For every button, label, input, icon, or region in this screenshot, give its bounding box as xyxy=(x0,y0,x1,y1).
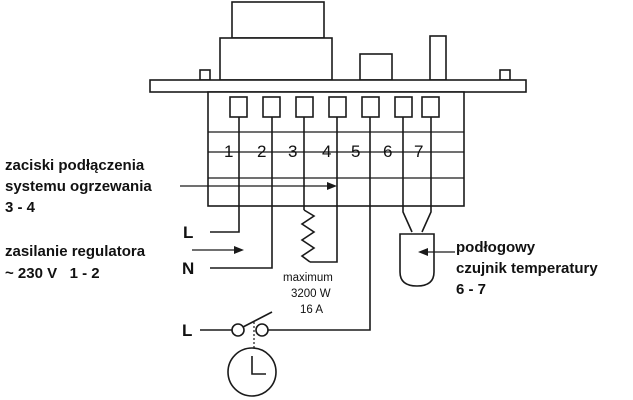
housing-pin xyxy=(429,35,447,81)
heating-label-line-1: zaciski podłączenia xyxy=(5,157,145,174)
timer-clock-hands xyxy=(251,356,266,375)
housing-top-block xyxy=(231,1,325,39)
terminal-screws xyxy=(229,96,440,118)
switch-contact-left xyxy=(231,323,245,337)
wire-terminal-5-switch xyxy=(268,117,371,331)
terminal-screw-6 xyxy=(394,96,413,118)
terminal-screw-7 xyxy=(421,96,440,118)
terminal-number-7: 7 xyxy=(414,142,423,161)
switch-contact-right xyxy=(255,323,269,337)
letter-N: N xyxy=(182,259,194,278)
heating-label-line-2: systemu ogrzewania xyxy=(5,178,152,195)
housing-small-block xyxy=(359,53,393,81)
terminal-screw-1 xyxy=(229,96,248,118)
sensor-label-line-1: podłogowy xyxy=(456,239,536,256)
terminal-number-6: 6 xyxy=(383,142,392,161)
wire-terminal-1-L xyxy=(210,117,240,233)
supply-label-line-2: ~ 230 V 1 - 2 xyxy=(5,265,100,282)
housing-knob-body xyxy=(219,37,333,81)
supply-arrow-head xyxy=(234,246,244,254)
mounting-plate xyxy=(149,79,527,93)
terminal-screw-4 xyxy=(328,96,347,118)
wire-terminal-2-N xyxy=(210,117,273,269)
sensor-arrow-head xyxy=(418,248,428,256)
sensor-label-line-3: 6 - 7 xyxy=(456,281,486,298)
load-label-line-3: 16 A xyxy=(300,304,323,316)
housing-tab-right xyxy=(499,69,511,81)
wire-terminal-7-sensor xyxy=(421,117,432,233)
supply-label-line-1: zasilanie regulatora xyxy=(5,243,146,260)
letter-L-top: L xyxy=(183,223,193,242)
terminal-number-1: 1 xyxy=(224,142,233,161)
sensor-label-line-2: czujnik temperatury xyxy=(456,260,598,277)
terminal-screw-2 xyxy=(262,96,281,118)
terminal-numbers: 1 2 3 4 5 6 7 xyxy=(224,142,423,161)
wire-terminal-6-sensor xyxy=(402,117,413,233)
wire-terminal-4 xyxy=(310,117,338,263)
load-label-line-2: 3200 W xyxy=(291,288,331,300)
letter-L-bottom: L xyxy=(182,321,192,340)
switch-lever xyxy=(242,311,273,328)
terminal-number-2: 2 xyxy=(257,142,266,161)
terminal-number-4: 4 xyxy=(322,142,331,161)
housing-tab-left xyxy=(199,69,211,81)
terminal-number-5: 5 xyxy=(351,142,360,161)
floor-sensor-probe xyxy=(399,233,435,287)
heating-label-line-3: 3 - 4 xyxy=(5,199,36,216)
heating-arrow-head xyxy=(327,182,337,190)
terminal-number-3: 3 xyxy=(288,142,297,161)
heater-coil xyxy=(300,209,316,263)
terminal-screw-5 xyxy=(361,96,380,118)
load-label-line-1: maximum xyxy=(283,272,333,284)
terminal-screw-3 xyxy=(295,96,314,118)
